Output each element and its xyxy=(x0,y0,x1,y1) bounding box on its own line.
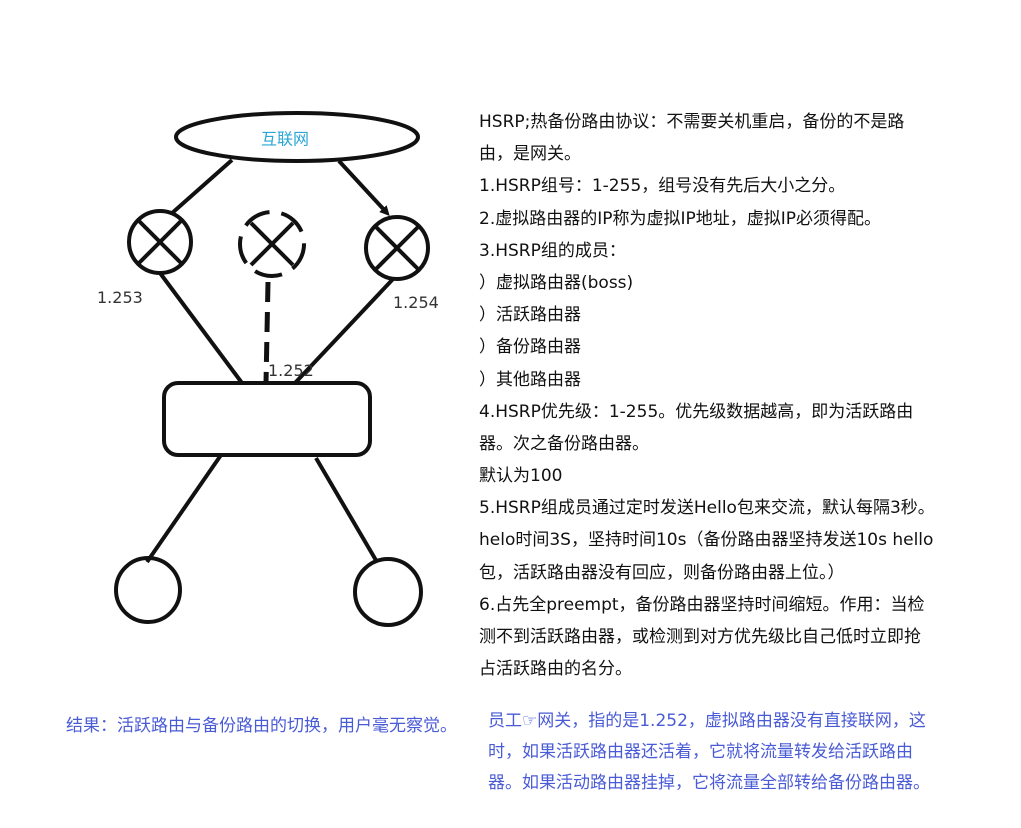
virtual-router-ip-label: 1.252 xyxy=(268,361,314,380)
explanation-line: 员工☞网关，指的是1.252，虚拟路由器没有直接联网，这 xyxy=(488,711,926,731)
note-line: 5.HSRP组成员通过定时发送Hello包来交流，默认每隔3秒。 xyxy=(479,498,935,519)
router-left-ip-label: 1.253 xyxy=(97,288,143,307)
note-line: 包，活跃路由器没有回应，则备份路由器上位。） xyxy=(479,562,845,583)
router-icon xyxy=(127,209,193,275)
link-internet-right-router xyxy=(337,159,390,216)
note-line: 6.占先全preempt，备份路由器坚持时间缩短。作用：当检 xyxy=(479,594,925,615)
host-icon xyxy=(353,557,423,627)
note-line: HSRP;热备份路由协议：不需要关机重启，备份的不是路 xyxy=(479,112,905,132)
host-icon xyxy=(114,556,182,624)
note-line: ）其他路由器 xyxy=(479,369,581,390)
virtual-router-icon xyxy=(238,210,306,278)
note-line: 1.HSRP组号：1-255，组号没有先后大小之分。 xyxy=(479,176,846,197)
note-line: 占活跃路由的名分。 xyxy=(479,659,632,680)
router-icon xyxy=(364,215,430,281)
internet-label: 互联网 xyxy=(261,130,309,149)
link-switch-right-host xyxy=(314,456,379,564)
link-internet-left-router xyxy=(169,158,234,216)
note-line: 2.虚拟路由器的IP称为虚拟IP地址，虚拟IP必须得配。 xyxy=(479,208,882,229)
hsrp-notes: HSRP;热备份路由协议：不需要关机重启，备份的不是路 由，是网关。 1.HSR… xyxy=(479,106,979,685)
note-line: ）虚拟路由器(boss) xyxy=(479,272,634,293)
note-line: 由，是网关。 xyxy=(479,144,581,165)
switch-icon xyxy=(162,381,372,457)
note-line: 3.HSRP组的成员： xyxy=(479,240,626,261)
link-virtual-router-switch xyxy=(263,281,271,384)
note-line: ）备份路由器 xyxy=(479,337,581,358)
router-right-ip-label: 1.254 xyxy=(393,293,439,312)
internet-node: 互联网 xyxy=(174,111,420,163)
note-line: 器。次之备份路由器。 xyxy=(479,433,649,454)
note-line: 默认为100 xyxy=(479,466,563,487)
conclusion-text: 结果：活跃路由与备份路由的切换，用户毫无察觉。 xyxy=(66,716,457,736)
note-line: ）活跃路由器 xyxy=(479,305,581,326)
note-line: helo时间3S，坚持时间10s（备份路由器坚持发送10s hello xyxy=(479,530,934,551)
note-line: 测不到活跃路由器，或检测到对方优先级比自己低时立即抢 xyxy=(479,627,921,647)
gateway-explanation: 员工☞网关，指的是1.252，虚拟路由器没有直接联网，这 时，如果活跃路由器还活… xyxy=(488,706,930,799)
link-switch-left-host xyxy=(145,453,223,564)
note-line: 4.HSRP优先级：1-255。优先级数据越高，即为活跃路由 xyxy=(479,401,914,422)
link-right-router-switch xyxy=(293,277,395,385)
internet-ellipse xyxy=(174,111,420,163)
explanation-line: 时，如果活跃路由器还活着，它就将流量转发给活跃路由 xyxy=(488,742,913,762)
link-left-router-switch xyxy=(158,271,244,385)
explanation-line: 器。如果活动路由器挂掉，它将流量全部转给备份路由器。 xyxy=(488,773,930,793)
